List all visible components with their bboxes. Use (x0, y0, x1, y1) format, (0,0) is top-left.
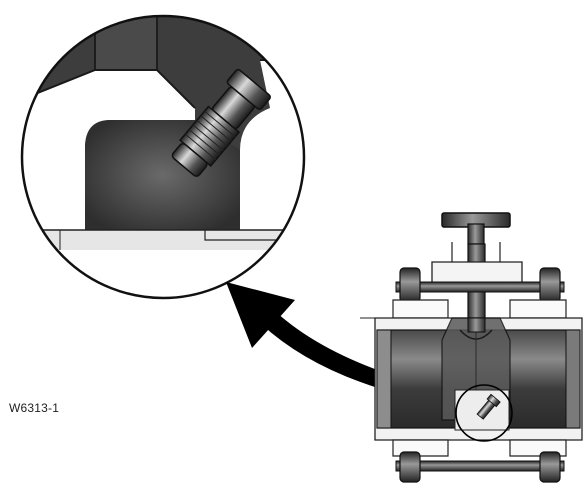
figure-code-label: W6313-1 (9, 401, 60, 415)
drain-plug-icon (171, 68, 271, 177)
magnified-detail-circle (20, 14, 306, 300)
valve-body-cross-section (360, 212, 583, 483)
detail-locator-circle (455, 384, 513, 442)
